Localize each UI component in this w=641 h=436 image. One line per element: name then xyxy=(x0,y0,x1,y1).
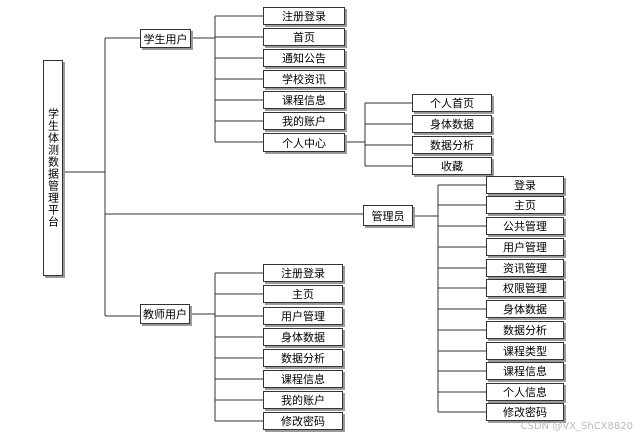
personal-center-leaf: 收藏 xyxy=(412,157,492,175)
admin-leaf: 课程信息 xyxy=(486,362,564,380)
personal-center-leaf: 个人首页 xyxy=(412,94,492,112)
student-leaf: 通知公告 xyxy=(263,49,345,67)
watermark: CSDN @VX_ShCX8820 xyxy=(520,421,633,432)
root-node: 学生体测数据管理平台 xyxy=(43,60,63,276)
personal-center-leaf: 身体数据 xyxy=(412,115,492,133)
admin-leaf: 课程类型 xyxy=(486,342,564,360)
admin-node: 管理员 xyxy=(363,205,413,226)
teacher-leaf: 注册登录 xyxy=(263,264,343,282)
admin-leaf: 公共管理 xyxy=(486,217,564,235)
admin-leaf: 主页 xyxy=(486,196,564,214)
student-leaf: 我的账户 xyxy=(263,112,345,130)
teacher-leaf: 身体数据 xyxy=(263,328,343,346)
teacher-leaf: 用户管理 xyxy=(263,307,343,325)
admin-leaf: 权限管理 xyxy=(486,279,564,297)
student-leaf: 注册登录 xyxy=(263,7,345,25)
admin-leaf: 修改密码 xyxy=(486,403,564,421)
admin-leaf: 数据分析 xyxy=(486,321,564,339)
admin-leaf: 用户管理 xyxy=(486,238,564,256)
admin-leaf: 登录 xyxy=(486,176,564,194)
teacher-leaf: 主页 xyxy=(263,285,343,303)
student-leaf: 学校资讯 xyxy=(263,70,345,88)
teacher-leaf: 我的账户 xyxy=(263,391,343,409)
teacher-leaf: 课程信息 xyxy=(263,370,343,388)
student-node: 学生用户 xyxy=(140,29,191,48)
admin-leaf: 身体数据 xyxy=(486,300,564,318)
personal-center-node: 个人中心 xyxy=(263,133,345,152)
student-leaf: 课程信息 xyxy=(263,91,345,109)
admin-leaf: 个人信息 xyxy=(486,383,564,401)
student-leaf: 首页 xyxy=(263,28,345,46)
teacher-leaf: 数据分析 xyxy=(263,349,343,367)
personal-center-leaf: 数据分析 xyxy=(412,136,492,154)
teacher-node: 教师用户 xyxy=(140,304,190,324)
admin-leaf: 资讯管理 xyxy=(486,259,564,277)
teacher-leaf: 修改密码 xyxy=(263,412,343,430)
